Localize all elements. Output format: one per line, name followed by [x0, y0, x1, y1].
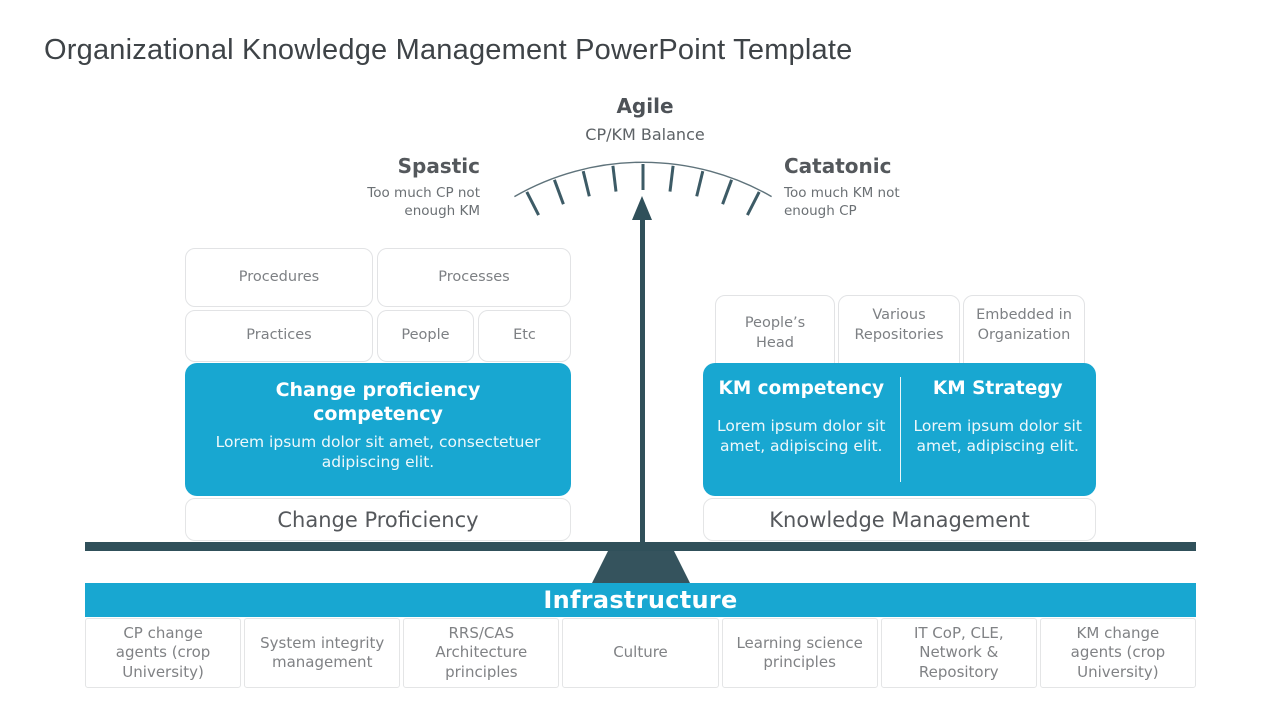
card-body: Lorem ipsum dolor sit amet, consectetuer…: [215, 432, 541, 471]
gauge-dial: [514, 161, 772, 216]
gauge-ticks: [525, 164, 761, 216]
page-title: Organizational Knowledge Management Powe…: [44, 34, 853, 66]
card-body: Lorem ipsum dolor sit amet, adipiscing e…: [913, 417, 1082, 456]
infra-cell-system-integrity: System integrity management: [244, 618, 401, 688]
infra-cell-it-cop: IT CoP, CLE, Network & Repository: [880, 618, 1037, 688]
gauge-left-label: Spastic: [397, 154, 480, 178]
tag-processes: Processes: [377, 248, 571, 307]
infrastructure-banner: Infrastructure: [85, 583, 1196, 617]
tag-practices: Practices: [185, 310, 373, 362]
needle-shaft: [640, 214, 645, 550]
card-divider: [899, 377, 901, 482]
card-change-proficiency-competency: Change proficiency competency Lorem ipsu…: [185, 363, 571, 496]
tag-various-repositories: Various Repositories: [838, 295, 960, 365]
infra-cell-culture: Culture: [562, 618, 719, 688]
infra-cell-cp-change-agents: CP change agents (crop University): [85, 618, 242, 688]
card-title: Change proficiency competency: [275, 379, 481, 425]
infra-cell-learning-science: Learning science principles: [721, 618, 878, 688]
infrastructure-row: CP change agents (crop University) Syste…: [85, 618, 1196, 688]
card-km-strategy: KM Strategy Lorem ipsum dolor sit amet, …: [900, 363, 1097, 496]
needle-arrowhead-icon: [632, 196, 652, 220]
balance-fulcrum: [592, 551, 690, 583]
gauge-arc: [514, 161, 772, 198]
label-knowledge-management: Knowledge Management: [703, 498, 1096, 541]
tag-procedures: Procedures: [185, 248, 373, 307]
tag-peoples-head: People’s Head: [715, 295, 835, 365]
gauge-top-sublabel: CP/KM Balance: [585, 125, 705, 144]
card-km-group: KM competency Lorem ipsum dolor sit amet…: [703, 363, 1096, 496]
infrastructure-label: Infrastructure: [543, 586, 738, 614]
tag-embedded-in-organization: Embedded in Organization: [963, 295, 1085, 365]
gauge-left-sublabel: Too much CP not enough KM: [367, 185, 480, 219]
card-title: KM Strategy: [932, 378, 1063, 399]
balance-beam: [85, 542, 1196, 551]
card-title: KM competency: [718, 378, 884, 399]
tag-etc: Etc: [478, 310, 571, 362]
gauge-top-label: Agile: [616, 94, 674, 118]
label-change-proficiency: Change Proficiency: [185, 498, 571, 541]
gauge-right-label: Catatonic: [784, 154, 892, 178]
card-body: Lorem ipsum dolor sit amet, adipiscing e…: [717, 417, 886, 456]
card-km-competency: KM competency Lorem ipsum dolor sit amet…: [703, 363, 900, 496]
infra-cell-km-change-agents: KM change agents (crop University): [1039, 618, 1196, 688]
gauge-right-sublabel: Too much KM not enough CP: [784, 185, 900, 219]
tag-people: People: [377, 310, 474, 362]
infra-cell-rrs-cas: RRS/CAS Architecture principles: [403, 618, 560, 688]
